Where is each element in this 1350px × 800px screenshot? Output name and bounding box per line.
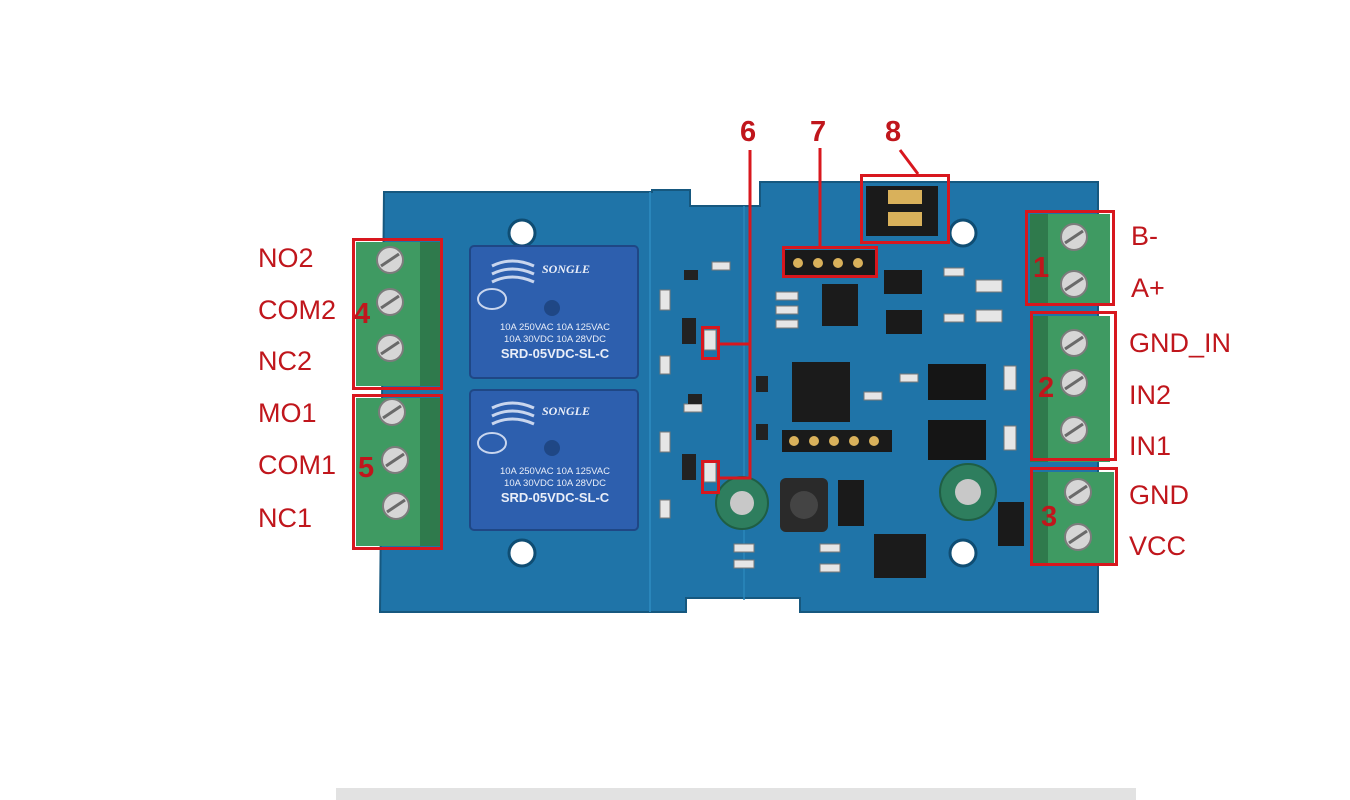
label-b-minus: B- bbox=[1131, 221, 1158, 251]
box-led-6a bbox=[701, 326, 720, 360]
relay-lower-brand: SONGLE bbox=[542, 404, 591, 418]
callout-number-8: 8 bbox=[885, 116, 902, 148]
relay-lower-model: SRD-05VDC-SL-C bbox=[500, 490, 610, 505]
callout-number-1: 1 bbox=[1033, 252, 1050, 284]
label-com1: COM1 bbox=[258, 450, 337, 480]
relays bbox=[469, 245, 639, 531]
label-gnd: GND bbox=[1129, 480, 1189, 510]
relay-lower-rating-2: 10A 30VDC 10A 28VDC bbox=[504, 478, 606, 489]
relay-lower-text: 10A 250VAC 10A 125VAC 10A 30VDC 10A 28VD… bbox=[472, 466, 638, 504]
bottom-strip bbox=[336, 788, 1136, 800]
relay-upper-rating-2: 10A 30VDC 10A 28VDC bbox=[504, 334, 606, 345]
label-nc1: NC1 bbox=[258, 503, 313, 533]
label-a-plus: A+ bbox=[1131, 273, 1165, 303]
relay-upper-text: 10A 250VAC 10A 125VAC 10A 30VDC 10A 28VD… bbox=[472, 322, 638, 360]
label-no2: NO2 bbox=[258, 243, 314, 273]
label-in1: IN1 bbox=[1129, 431, 1172, 461]
relay-upper-rating-1: 10A 250VAC 10A 125VAC bbox=[499, 322, 611, 333]
left-terminal-blocks bbox=[356, 242, 440, 546]
label-vcc: VCC bbox=[1129, 531, 1187, 561]
box-terminal-1 bbox=[1025, 210, 1115, 306]
callout-number-5: 5 bbox=[358, 452, 375, 484]
box-terminal-2 bbox=[1030, 311, 1117, 461]
callout-number-6: 6 bbox=[740, 116, 757, 148]
relay-upper-model: SRD-05VDC-SL-C bbox=[500, 346, 610, 361]
mounting-holes bbox=[507, 218, 978, 568]
box-terminal-5 bbox=[352, 394, 443, 550]
relay-lower-rating-1: 10A 250VAC 10A 125VAC bbox=[499, 466, 611, 477]
box-terminal-3 bbox=[1030, 467, 1118, 566]
box-header-7 bbox=[782, 246, 878, 278]
callout-number-3: 3 bbox=[1041, 501, 1058, 533]
box-led-6b bbox=[701, 460, 720, 494]
callout-number-4: 4 bbox=[354, 298, 371, 330]
box-terminal-4 bbox=[352, 238, 443, 390]
right-terminal-blocks bbox=[1030, 214, 1114, 564]
label-mo1: MO1 bbox=[258, 398, 317, 428]
callout-lines bbox=[720, 148, 920, 480]
callout-number-7: 7 bbox=[810, 116, 827, 148]
box-jumper-8 bbox=[860, 174, 950, 244]
label-com2: COM2 bbox=[258, 295, 337, 325]
label-nc2: NC2 bbox=[258, 346, 313, 376]
label-in2: IN2 bbox=[1129, 380, 1172, 410]
label-gnd-in: GND_IN bbox=[1129, 328, 1232, 358]
callout-number-2: 2 bbox=[1038, 372, 1055, 404]
pcb-components bbox=[659, 186, 1024, 578]
relay-upper-brand: SONGLE bbox=[542, 262, 591, 276]
